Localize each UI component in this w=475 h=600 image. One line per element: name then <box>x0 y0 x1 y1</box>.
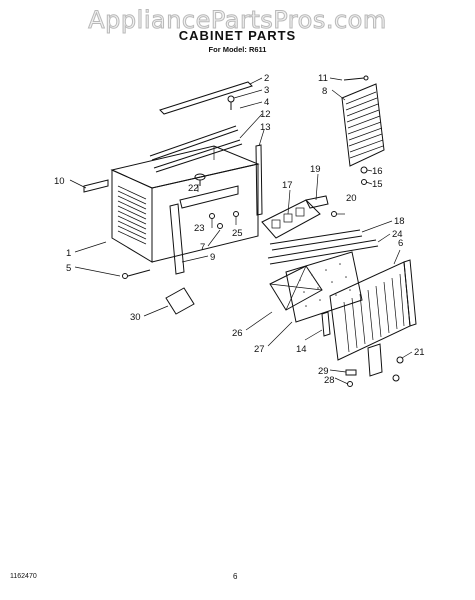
spacer-part <box>345 369 357 376</box>
control-bracket-part <box>261 199 321 239</box>
callout-14: 14 <box>296 344 307 355</box>
filter-media-part <box>285 251 363 323</box>
rear-grille-part <box>341 83 385 167</box>
mounting-bracket-part <box>165 287 195 315</box>
seal-strip-part <box>149 125 237 157</box>
callout-16: 16 <box>372 166 383 177</box>
callout-12: 12 <box>260 109 271 120</box>
leader-lines <box>69 77 413 385</box>
callout-2: 2 <box>264 73 269 84</box>
callout-22: 22 <box>188 183 199 194</box>
callout-3: 3 <box>264 85 269 96</box>
callout-23: 23 <box>194 223 205 234</box>
top-channel-part <box>153 139 241 169</box>
callout-11: 11 <box>318 73 328 84</box>
callout-20: 20 <box>346 193 357 204</box>
page-number: 6 <box>233 572 238 581</box>
callout-15: 15 <box>372 179 383 190</box>
plug-part <box>331 211 337 217</box>
knob-part <box>194 173 206 186</box>
callout-25: 25 <box>232 228 243 239</box>
hardware-part <box>396 356 404 364</box>
diagram-title: CABINET PARTS <box>178 28 297 43</box>
top-screw-part <box>227 95 235 110</box>
watermark-logo: AppliancePartsPros.com <box>88 6 387 35</box>
callout-17: 17 <box>282 180 293 191</box>
callout-21: 21 <box>414 347 425 358</box>
callout-24: 24 <box>392 229 403 240</box>
callout-28: 28 <box>324 375 335 386</box>
model-subtitle: For Model: R611 <box>208 45 267 54</box>
callout-10: 10 <box>54 176 65 187</box>
clip-part <box>360 166 368 174</box>
top-rail-part <box>159 81 253 115</box>
front-frame-part <box>169 203 185 275</box>
cabinet-wrapper <box>110 145 260 263</box>
callout-8: 8 <box>322 86 327 97</box>
filter-frame-part <box>269 265 323 311</box>
grille-screw-part <box>343 77 365 81</box>
callout-18: 18 <box>394 216 405 227</box>
hinge-bracket-part <box>367 343 383 377</box>
callout-labels: 1 2 3 4 5 6 7 8 9 10 11 12 13 14 15 16 1… <box>54 73 425 386</box>
callout-30: 30 <box>130 312 141 323</box>
panel-strip-part <box>269 229 361 245</box>
callout-29: 29 <box>318 366 329 377</box>
callout-7: 7 <box>200 242 205 253</box>
callout-26: 26 <box>232 328 243 339</box>
callout-4: 4 <box>264 97 269 108</box>
document-number: 1162470 <box>10 573 37 580</box>
lower-strip-part <box>267 239 377 259</box>
bottom-screw-part <box>122 269 151 279</box>
side-rail-part <box>83 179 109 193</box>
callout-6: 6 <box>398 238 403 249</box>
callout-13: 13 <box>260 122 271 133</box>
mounting-plate-part <box>305 195 329 209</box>
fastener-part <box>209 213 215 219</box>
side-latch-part <box>321 311 331 337</box>
callout-9: 9 <box>210 252 215 263</box>
callout-27: 27 <box>254 344 265 355</box>
front-grille-panel-part <box>329 259 417 361</box>
callout-1: 1 <box>66 248 71 259</box>
vertical-bracket-part <box>255 144 263 216</box>
callout-19: 19 <box>310 164 321 175</box>
callout-5: 5 <box>66 263 71 274</box>
